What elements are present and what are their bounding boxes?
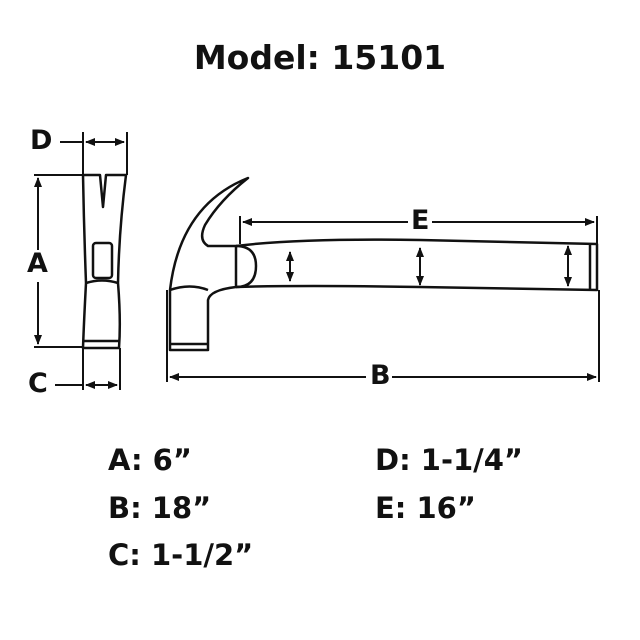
dimension-c bbox=[55, 348, 121, 390]
label-a: A bbox=[27, 248, 48, 279]
spec-a: A: 6” bbox=[108, 443, 192, 477]
label-b: B bbox=[370, 360, 391, 391]
spec-c: C: 1-1/2” bbox=[108, 538, 254, 572]
model-title: Model: 15101 bbox=[193, 38, 447, 77]
label-e: E bbox=[411, 205, 430, 236]
spec-e: E: 16” bbox=[375, 491, 476, 525]
label-d: D bbox=[30, 125, 53, 156]
label-c: C bbox=[28, 368, 48, 399]
handle-thickness-arrows bbox=[286, 245, 572, 287]
spec-b: B: 18” bbox=[108, 491, 212, 525]
dimension-b bbox=[166, 290, 600, 382]
hammer-front-view bbox=[81, 173, 128, 350]
spec-d: D: 1-1/4” bbox=[375, 443, 523, 477]
dimension-a bbox=[34, 174, 83, 348]
dimension-e bbox=[239, 216, 598, 244]
dimension-d bbox=[60, 132, 128, 175]
hammer-side-view bbox=[168, 176, 599, 352]
